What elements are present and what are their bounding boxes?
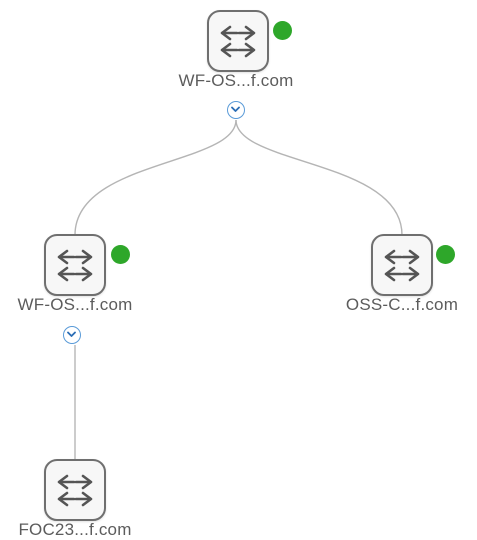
network-switch-icon [57, 249, 93, 282]
status-online-dot [436, 245, 455, 264]
device-node-root[interactable] [207, 10, 269, 72]
chevron-down-icon [231, 106, 240, 112]
device-node-left[interactable] [44, 234, 106, 296]
device-label-left: WF-OS...f.com [17, 295, 133, 314]
link-root-to-left [74, 119, 237, 236]
device-node-right[interactable] [371, 234, 433, 296]
network-switch-icon [57, 474, 93, 507]
status-online-dot [111, 245, 130, 264]
link-root-to-right [235, 119, 403, 236]
expand-toggle-left[interactable] [63, 326, 81, 344]
device-label-leaf: FOC23...f.com [18, 520, 132, 539]
network-switch-icon [384, 249, 420, 282]
device-node-leaf[interactable] [44, 459, 106, 521]
device-label-right: OSS-C...f.com [345, 295, 459, 314]
expand-toggle-root[interactable] [227, 101, 245, 119]
network-switch-icon [220, 25, 256, 58]
chevron-down-icon [67, 331, 76, 337]
status-online-dot [273, 21, 292, 40]
device-label-root: WF-OS...f.com [178, 71, 294, 90]
